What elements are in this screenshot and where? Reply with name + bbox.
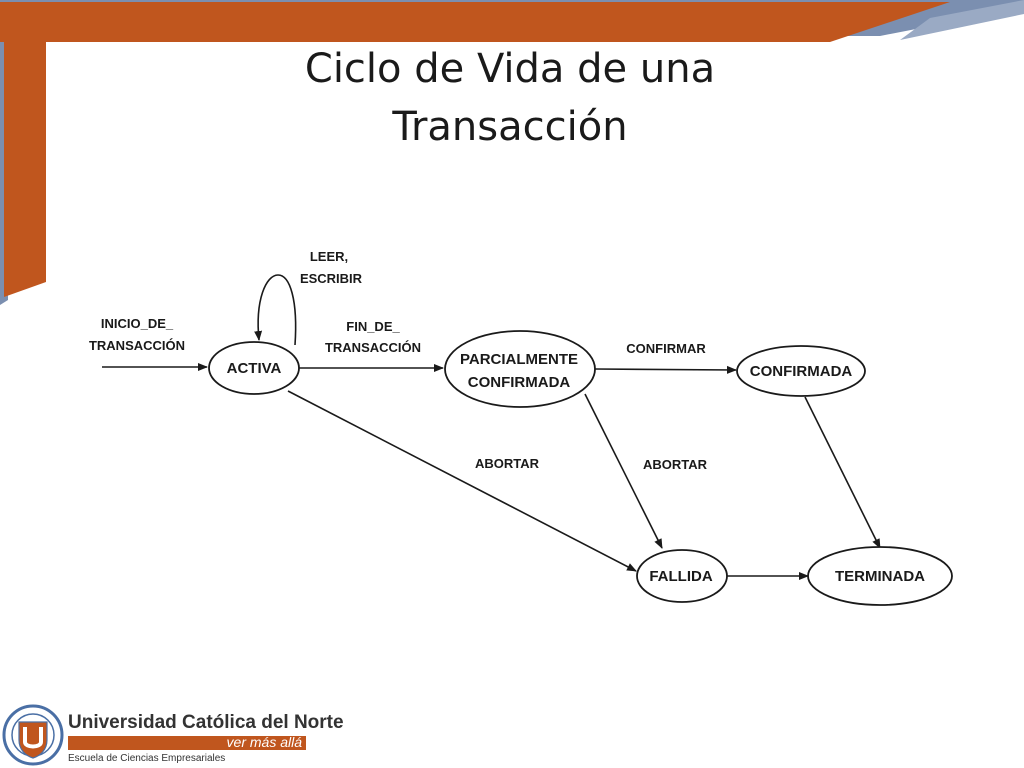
state-parcialmente-label-line-1: PARCIALMENTE — [460, 351, 578, 368]
transition-inicio-label-line-1: INICIO_DE_ — [101, 316, 174, 331]
state-fallida-node — [636, 549, 728, 603]
transition-abortar-label-1: ABORTAR — [475, 456, 540, 471]
slogan-text: ver más allá — [226, 734, 302, 750]
transaction-state-diagram: ACTIVA PARCIALMENTE CONFIRMADA CONFIRMAD… — [89, 249, 953, 606]
state-parcialmente-label-line-2: CONFIRMADA — [468, 374, 571, 391]
state-activa-node — [208, 341, 300, 395]
state-activa-label: ACTIVA — [227, 360, 282, 377]
transition-confirmar-label: CONFIRMAR — [626, 341, 706, 356]
slide-decoration — [0, 0, 1024, 305]
state-terminada-node — [807, 546, 953, 606]
transition-inicio-label-line-2: TRANSACCIÓN — [89, 338, 185, 353]
slide-title: Ciclo de Vida de una Transacción — [150, 40, 870, 156]
edge-parcial-fallida — [584, 393, 663, 549]
state-parcialmente-confirmada-node — [444, 330, 596, 408]
state-terminada-label: TERMINADA — [835, 568, 925, 585]
slide-title-line-2: Transacción — [392, 104, 628, 150]
transition-leer-label-line-2: ESCRIBIR — [300, 271, 363, 286]
state-fallida-label: FALLIDA — [649, 568, 712, 585]
seal-u-letter-icon — [23, 727, 43, 749]
blue-corner-stripe — [900, 0, 1024, 40]
orange-left-band — [4, 2, 46, 297]
transition-abortar-label-2: ABORTAR — [643, 457, 708, 472]
state-confirmada-label: CONFIRMADA — [750, 363, 853, 380]
state-confirmada-node — [736, 345, 866, 397]
slogan-bar: ver más allá — [68, 734, 306, 750]
orange-top-band — [0, 2, 950, 42]
school-name: Escuela de Ciencias Empresariales — [68, 753, 226, 764]
university-name: Universidad Católica del Norte — [68, 712, 344, 733]
edge-confirmada-terminada — [804, 396, 881, 549]
edge-activa-self-loop — [254, 274, 297, 346]
transition-fin-label-line-1: FIN_DE_ — [346, 319, 400, 334]
edge-parcial-confirmada — [594, 365, 737, 374]
university-seal — [2, 704, 64, 766]
transition-leer-label-line-1: LEER, — [310, 249, 348, 264]
edge-activa-fallida — [287, 390, 637, 572]
slide-title-line-1: Ciclo de Vida de una — [304, 46, 716, 92]
transition-fin-label-line-2: TRANSACCIÓN — [325, 340, 421, 355]
